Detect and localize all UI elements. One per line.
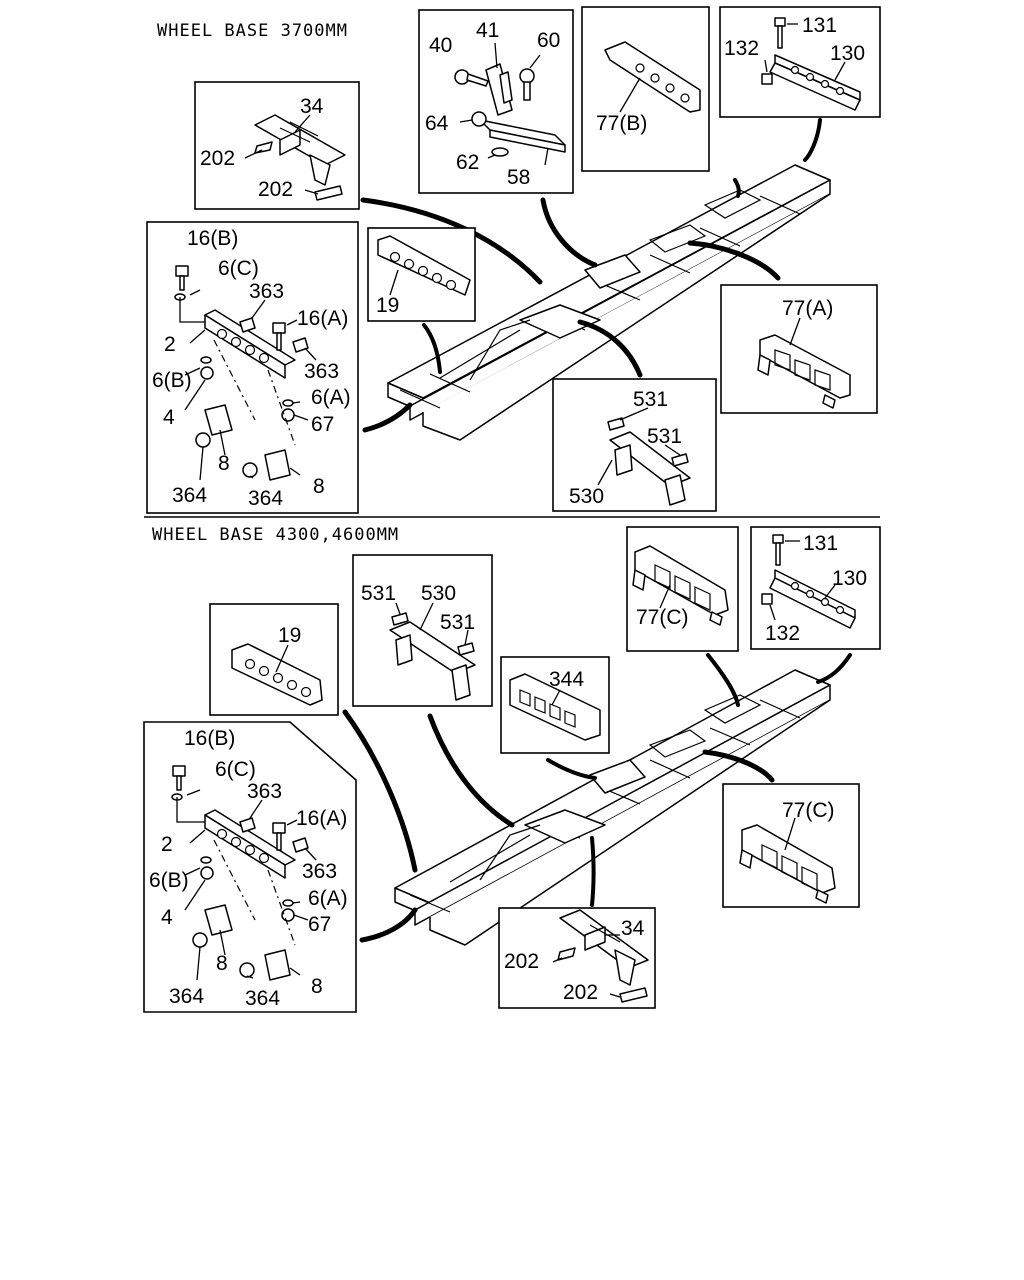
callout-34: 34 — [621, 917, 645, 940]
callout-364: 364 — [169, 985, 204, 1008]
callout-202: 202 — [563, 981, 598, 1004]
detail-box-34: 34 202 202 — [194, 81, 360, 210]
callout-6a: 6(A) — [308, 887, 348, 910]
callout-16a: 16(A) — [296, 807, 347, 830]
callout-34: 34 — [300, 95, 324, 118]
leader-arc — [427, 713, 515, 828]
section-wheelbase-3700: WHEEL BASE 3700MM — [146, 6, 881, 514]
callout-363: 363 — [304, 360, 339, 383]
detail-box-77a: 77(A) — [720, 284, 878, 414]
callout-4: 4 — [163, 406, 175, 429]
detail-box-130: 131 132 130 — [719, 6, 881, 118]
callout-16b: 16(B) — [187, 227, 238, 250]
callout-130: 130 — [830, 42, 865, 65]
callout-77c: 77(C) — [782, 799, 835, 822]
callout-19: 19 — [278, 624, 301, 647]
frame-assembly — [394, 669, 831, 946]
leader-arc — [702, 749, 775, 783]
callout-364: 364 — [172, 484, 207, 507]
callout-202: 202 — [200, 147, 235, 170]
callout-132: 132 — [724, 37, 759, 60]
callout-8: 8 — [313, 475, 325, 498]
leader-arc — [577, 319, 643, 378]
callout-8: 8 — [216, 952, 228, 975]
leader-arc — [422, 323, 442, 374]
callout-6a: 6(A) — [311, 386, 351, 409]
callout-131: 131 — [803, 532, 838, 555]
detail-box-bracket: 16(B) 6(C) 363 16(A) 2 363 6(B) 6(A) 4 6… — [143, 721, 357, 1013]
callout-77c: 77(C) — [636, 606, 689, 629]
detail-box-530: 531 530 531 — [352, 554, 493, 707]
callout-16b: 16(B) — [184, 727, 235, 750]
section-wheelbase-4300-4600: WHEEL BASE 4300,4600MM 19 — [143, 525, 881, 1013]
detail-box-77c: 77(C) — [722, 783, 860, 908]
detail-box-bracket: 16(B) 6(C) 363 16(A) 2 363 6(B) 6(A) 4 6… — [146, 221, 359, 514]
callout-58: 58 — [507, 166, 530, 189]
callout-531: 531 — [633, 388, 668, 411]
detail-box-58: 41 40 60 64 62 58 — [418, 9, 574, 194]
leader-arc — [362, 402, 413, 433]
callout-132: 132 — [765, 622, 800, 645]
callout-16a: 16(A) — [297, 307, 348, 330]
callout-2: 2 — [161, 833, 173, 856]
detail-box-130: 131 130 132 — [750, 526, 881, 650]
callout-364: 364 — [248, 487, 283, 510]
detail-box-77c: 77(C) — [626, 526, 739, 652]
callout-530: 530 — [569, 485, 604, 508]
frame-assembly — [387, 164, 831, 441]
callout-64: 64 — [425, 112, 449, 135]
leader-arc — [687, 240, 781, 281]
callout-363: 363 — [249, 280, 284, 303]
callout-6b: 6(B) — [152, 369, 192, 392]
callout-6c: 6(C) — [215, 758, 256, 781]
callout-530: 530 — [421, 582, 456, 605]
detail-box-19: 19 — [367, 227, 476, 322]
callout-6c: 6(C) — [218, 257, 259, 280]
callout-531: 531 — [440, 611, 475, 634]
callout-67: 67 — [311, 413, 334, 436]
callout-60: 60 — [537, 29, 560, 52]
leader-arc — [342, 709, 418, 873]
section-heading: WHEEL BASE 3700MM — [157, 21, 348, 41]
detail-box-77b: 77(B) — [581, 6, 710, 172]
callout-131: 131 — [802, 14, 837, 37]
callout-8: 8 — [218, 452, 230, 475]
callout-19: 19 — [376, 294, 399, 317]
callout-62: 62 — [456, 151, 479, 174]
callout-6b: 6(B) — [149, 869, 189, 892]
section-heading: WHEEL BASE 4300,4600MM — [152, 525, 399, 545]
leader-arc — [733, 178, 741, 198]
callout-363: 363 — [302, 860, 337, 883]
callout-531: 531 — [647, 425, 682, 448]
leader-arc — [803, 118, 822, 162]
callout-77b: 77(B) — [596, 112, 647, 135]
leader-arc — [540, 197, 598, 268]
detail-box-530: 531 531 530 — [552, 378, 717, 512]
callout-364: 364 — [245, 987, 280, 1010]
leader-arc — [706, 653, 740, 707]
detail-box-19: 19 — [209, 603, 339, 716]
detail-box-344: 344 — [500, 656, 610, 754]
callout-202: 202 — [258, 178, 293, 201]
callout-77a: 77(A) — [782, 297, 833, 320]
callout-130: 130 — [832, 567, 867, 590]
callout-202: 202 — [504, 950, 539, 973]
callout-531: 531 — [361, 582, 396, 605]
leader-arc — [359, 907, 418, 943]
callout-2: 2 — [164, 333, 176, 356]
leader-arc — [816, 653, 852, 684]
callout-8: 8 — [311, 975, 323, 998]
detail-box-34: 34 202 202 — [498, 907, 656, 1009]
callout-41: 41 — [476, 19, 499, 42]
leader-arc — [590, 836, 596, 907]
callout-67: 67 — [308, 913, 331, 936]
leader-arc — [546, 758, 597, 780]
callout-40: 40 — [429, 34, 452, 57]
callout-363: 363 — [247, 780, 282, 803]
callout-344: 344 — [549, 668, 584, 691]
callout-4: 4 — [161, 906, 173, 929]
